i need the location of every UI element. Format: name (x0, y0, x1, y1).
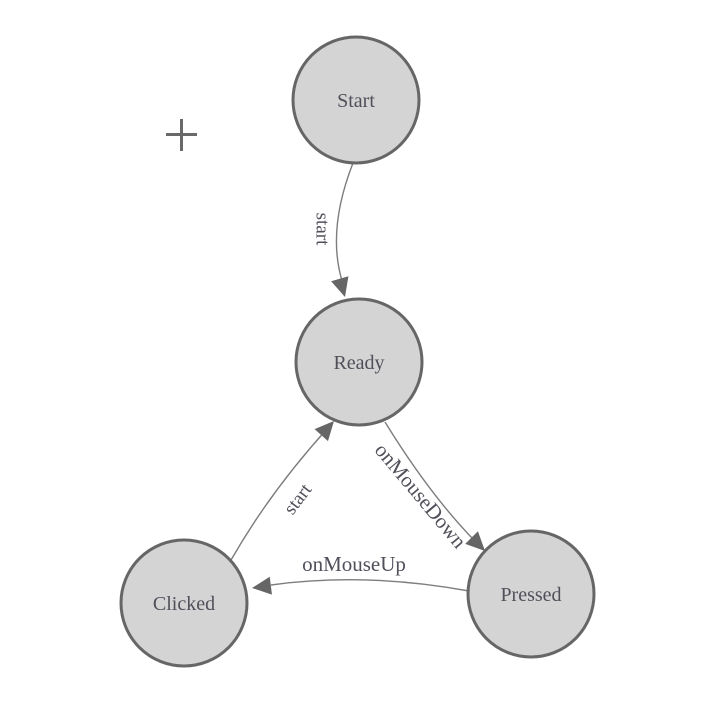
state-node-clicked[interactable]: Clicked (119, 538, 249, 668)
edge-path-ready-to-pressed[interactable] (384, 421, 473, 539)
state-circle-ready[interactable] (294, 297, 424, 427)
transition-label-start-2: start (280, 479, 317, 518)
arrowhead-icon (314, 421, 334, 442)
arrowhead-icon (331, 276, 349, 297)
state-label-ready: Ready (333, 352, 384, 374)
arrowhead-icon (465, 531, 485, 551)
transition-label-onmouseup: onMouseUp (302, 552, 406, 576)
transition-clicked-to-ready[interactable]: start (230, 415, 341, 561)
transition-pressed-to-clicked[interactable]: onMouseUp (251, 552, 470, 597)
state-node-ready[interactable]: Ready (294, 297, 424, 427)
state-label-start: Start (337, 90, 375, 112)
edge-path-clicked-to-ready[interactable] (230, 428, 328, 561)
edge-path-start-to-ready[interactable] (335, 162, 354, 285)
state-circle-start[interactable] (291, 35, 421, 165)
arrowhead-icon (252, 576, 272, 595)
state-node-start[interactable]: Start (291, 35, 421, 165)
edge-path-pressed-to-clicked[interactable] (270, 579, 470, 592)
state-label-pressed: Pressed (500, 584, 561, 606)
transition-ready-to-pressed[interactable]: onMouseDown (370, 421, 492, 557)
transition-start-to-ready[interactable]: start (312, 162, 354, 299)
transition-label-onmousedown: onMouseDown (370, 438, 472, 553)
transition-label-start-1: start (312, 213, 333, 246)
state-label-clicked: Clicked (153, 593, 215, 615)
crosshair-plus-icon (166, 119, 197, 151)
state-circle-pressed[interactable] (466, 529, 596, 659)
state-node-pressed[interactable]: Pressed (466, 529, 596, 659)
state-circle-clicked[interactable] (119, 538, 249, 668)
